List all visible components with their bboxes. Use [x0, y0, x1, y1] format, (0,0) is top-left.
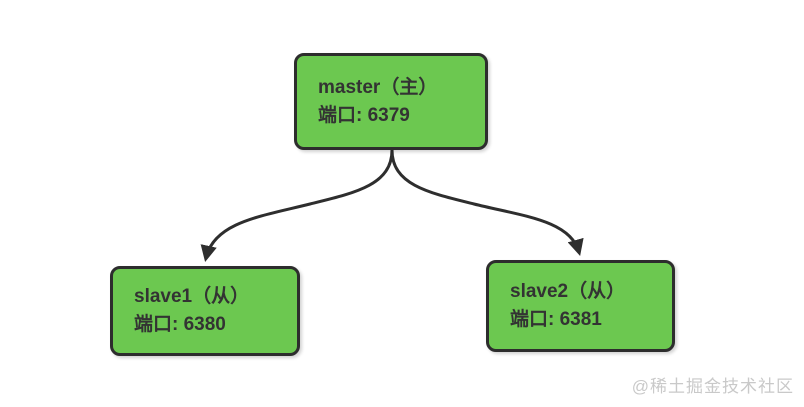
node-slave2-label: slave2（从） [510, 281, 626, 302]
edge-master-to-slave1 [200, 148, 394, 263]
node-slave1-port: 端口: 6380 [134, 314, 226, 335]
node-slave1: slave1（从） 端口: 6380 [110, 266, 300, 356]
node-master: master（主） 端口: 6379 [294, 53, 488, 150]
node-slave1-label: slave1（从） [134, 286, 250, 307]
node-slave2: slave2（从） 端口: 6381 [486, 260, 675, 352]
watermark: @稀土掘金技术社区 [631, 377, 794, 396]
node-master-label: master（主） [318, 76, 438, 98]
node-slave2-port: 端口: 6381 [510, 309, 602, 330]
edge-master-to-slave2 [390, 148, 584, 256]
node-master-port: 端口: 6379 [318, 104, 410, 126]
